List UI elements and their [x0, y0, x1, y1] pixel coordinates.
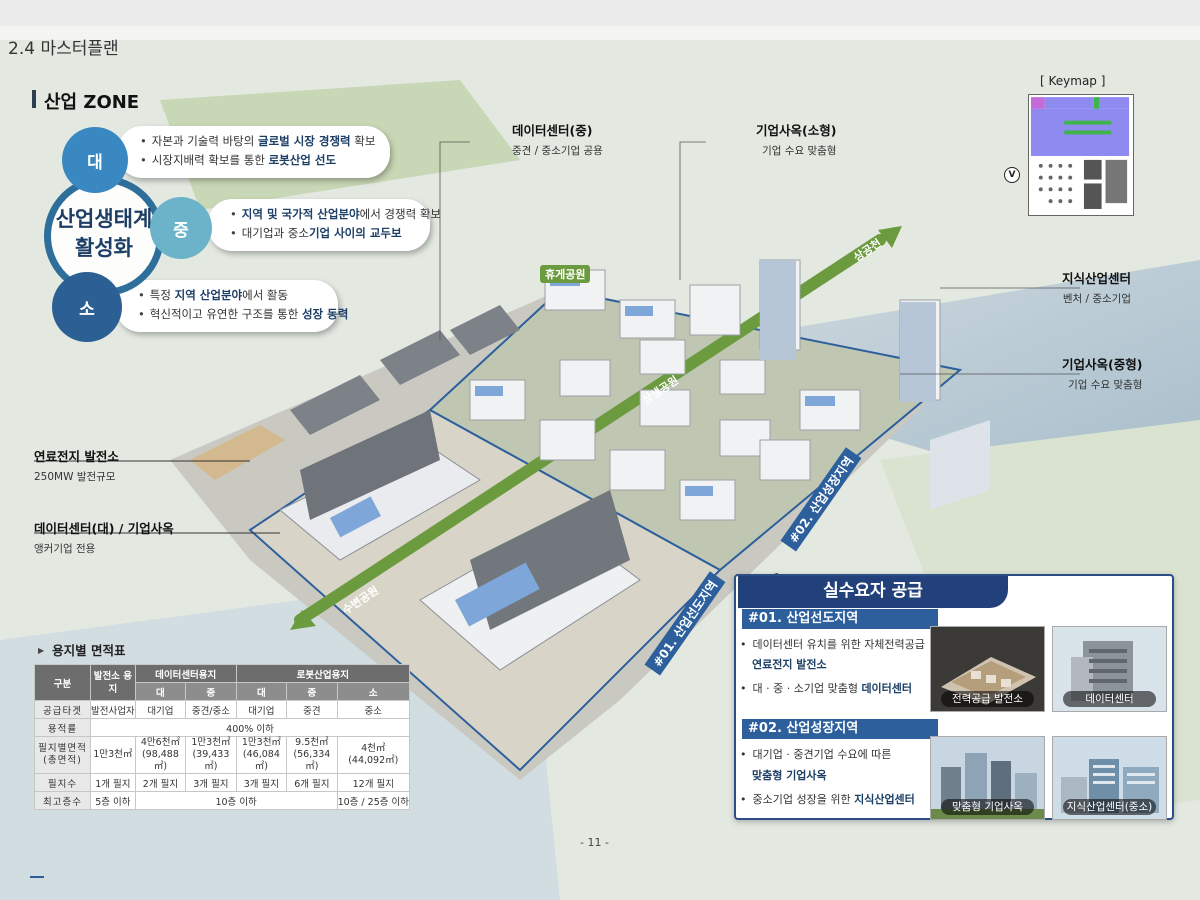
label-datacenter-large: 데이터센터(대) / 기업사옥 앵커기업 전용: [34, 521, 174, 555]
page-number: - 11 -: [580, 836, 609, 849]
zone02-line3: 중소기업 성장을 위한 지식산업센터: [740, 791, 915, 809]
col-gubun: 구분: [34, 664, 91, 701]
label-knowledge-center: 지식산업센터 벤처 / 중소기업: [1062, 271, 1132, 305]
photo-power-plant: 전력공급 발전소: [930, 626, 1045, 712]
zone01-line2: 연료전지 발전소: [752, 658, 827, 671]
col-datacenter: 데이터센터용지: [134, 664, 237, 683]
rest-park-label: 휴게공원: [540, 265, 591, 283]
label-datacenter-mid: 데이터센터(중) 중견 / 중소기업 공용: [512, 123, 603, 157]
callout-small-line2: 혁신적이고 유연한 구조를 통한 성장 동력: [138, 305, 349, 324]
keymap-view-marker: V: [1004, 167, 1020, 183]
footer-mark: [30, 876, 44, 878]
table-row: 최고층수 5층 이하 10층 이하 10층 / 25층 이하: [34, 791, 411, 810]
zone02-line2: 맞춤형 기업사옥: [752, 769, 827, 782]
callout-mid-line1: 지역 및 국가적 산업분야에서 경쟁력 확보: [230, 205, 441, 224]
top-bar: [0, 0, 1200, 26]
ecosystem-title: 산업생태계 활성화: [46, 205, 162, 263]
photo-custom-office: 맞춤형 기업사옥: [930, 736, 1045, 820]
keymap-title: [ Keymap ]: [1040, 74, 1106, 88]
callout-small-enterprise: 특정 지역 산업분야에서 활동 혁신적이고 유연한 구조를 통한 성장 동력: [116, 280, 349, 332]
area-table-heading: 용지별 면적표: [38, 640, 125, 659]
col-robot: 로봇산업용지: [235, 664, 411, 683]
ecosystem-title-line1: 산업생태계: [55, 207, 153, 231]
label-office-small: 기업사옥(소형) 기업 수요 맞춤형: [756, 123, 837, 157]
large-enterprise-badge: 대: [62, 127, 128, 193]
zone01-line3: 대 · 중 · 소기업 맞춤형 데이터센터: [740, 680, 913, 698]
photo-knowledge-center: 지식산업센터(중소): [1052, 736, 1167, 820]
subcol-robot-small: 소: [336, 682, 411, 701]
photo-power-plant-caption: 전력공급 발전소: [941, 691, 1034, 707]
zone01-line1: 데이터센터 유치를 위한 자체전력공급: [740, 636, 925, 654]
photo-datacenter: 데이터센터: [1052, 626, 1167, 712]
zone02-line1: 대기업 · 중견기업 수요에 따른: [740, 746, 892, 764]
subcol-robot-large: 대: [235, 682, 288, 701]
zone-title-text: 산업 ZONE: [44, 92, 140, 113]
table-row: 필지수 1개 필지 2개 필지 3개 필지 3개 필지 6개 필지 12개 필지: [34, 773, 411, 792]
callout-large-line1: 자본과 기술력 바탕의 글로벌 시장 경쟁력 확보: [140, 132, 378, 151]
label-office-mid: 기업사옥(중형) 기업 수요 맞춤형: [1062, 357, 1143, 391]
photo-knowledge-center-caption: 지식산업센터(중소): [1063, 799, 1156, 815]
mid-enterprise-badge: 중: [150, 197, 212, 259]
callout-small-line1: 특정 지역 산업분야에서 활동: [138, 286, 326, 305]
area-table: 구분 발전소 용지 데이터센터용지 로봇산업용지 대 중 대 중 소 공급타겟 …: [34, 664, 411, 810]
photo-custom-office-caption: 맞춤형 기업사옥: [941, 799, 1034, 815]
callout-large-line2: 시장지배력 확보를 통한 로봇산업 선도: [140, 151, 378, 170]
label-fuel-cell-plant: 연료전지 발전소 250MW 발전규모: [34, 449, 119, 483]
supply-panel-title: 실수요자 공급: [738, 576, 1008, 608]
table-row: 용적률 400% 이하: [34, 718, 410, 737]
zone02-tag: #02. 산업성장지역: [742, 719, 938, 739]
section-heading: 2.4 마스터플랜: [8, 39, 119, 59]
photo-datacenter-caption: 데이터센터: [1063, 691, 1156, 707]
small-enterprise-badge: 소: [52, 272, 122, 342]
callout-mid-enterprise: 지역 및 국가적 산업분야에서 경쟁력 확보 대기업과 중소기업 사이의 교두보: [208, 199, 441, 251]
callout-mid-line2: 대기업과 중소기업 사이의 교두보: [230, 224, 418, 243]
subcol-robot-mid: 중: [286, 682, 338, 701]
table-row: 공급타겟 발전사업자 대기업 중견/중소 대기업 중견 중소: [34, 700, 411, 719]
zone-title: 산업 ZONE: [34, 88, 139, 114]
zone-title-bar: [32, 90, 36, 108]
keymap: [1028, 94, 1134, 216]
zone01-tag: #01. 산업선도지역: [742, 609, 938, 629]
table-row: 필지별면적 (총면적) 1만3천㎡ 4만6천㎡ (98,488㎡) 1만3천㎡ …: [34, 736, 411, 774]
callout-large-enterprise: 자본과 기술력 바탕의 글로벌 시장 경쟁력 확보 시장지배력 확보를 통한 로…: [118, 126, 390, 178]
ecosystem-title-line2: 활성화: [75, 236, 133, 260]
col-plant: 발전소 용지: [90, 664, 136, 701]
subcol-dc-large: 대: [134, 682, 187, 701]
subcol-dc-mid: 중: [185, 682, 237, 701]
